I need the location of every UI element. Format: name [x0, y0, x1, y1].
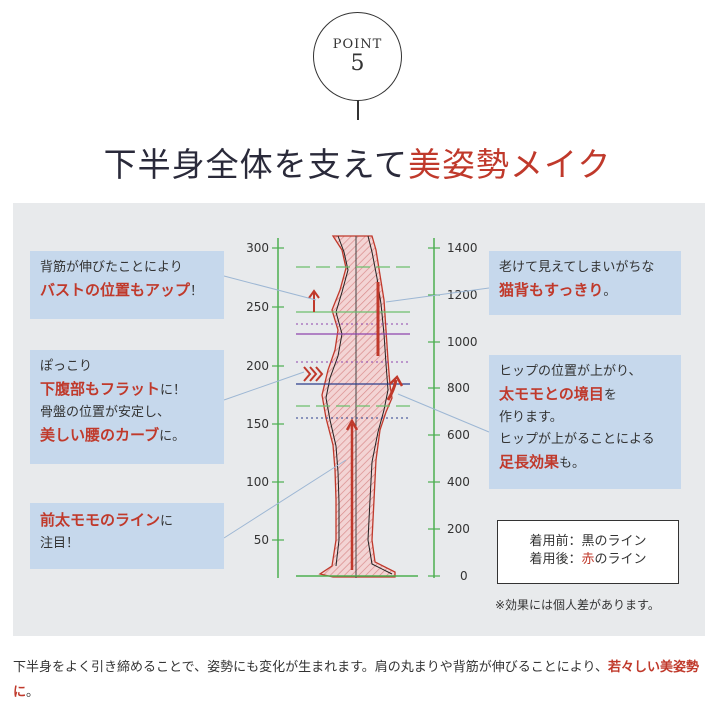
hip-up-arrow	[386, 374, 404, 401]
callout-back-red: バストの位置もアップ	[40, 281, 191, 299]
bust-up-arrow	[308, 289, 320, 312]
callout-hip-red1: 太モモとの境目	[499, 385, 604, 403]
callout-hip-line1: ヒップの位置が上がり、	[499, 364, 642, 379]
callout-thigh-red: 前太モモのライン	[40, 511, 161, 529]
callout-belly-red2: 美しい腰のカーブ	[40, 426, 160, 444]
point-connector-line	[357, 100, 359, 120]
title-accent: 美姿勢メイク	[408, 145, 612, 184]
belly-flat-chevrons	[303, 366, 324, 382]
callout-hunch-red: 猫背もすっきり	[499, 281, 604, 299]
page-title: 下半身全体を支えて美姿勢メイク	[0, 138, 715, 186]
footer-red: 若々しい美姿勢に	[13, 660, 700, 700]
legend-box: 着用前：黒のライン 着用後：赤のライン	[497, 520, 679, 584]
left-axis: 300 250 200 150 100 50	[246, 238, 284, 578]
callout-belly-tail1: に！	[160, 383, 187, 398]
footer-text: 下半身をよく引き締めることで、姿勢にも変化が生まれます。肩の丸まりや背筋が伸びる…	[13, 660, 609, 675]
left-tick-300: 300	[246, 241, 269, 255]
footer-tail: 。	[26, 685, 40, 700]
callout-hunch-tail: 。	[603, 284, 617, 299]
callout-back-line1: 背筋が伸びたことにより	[40, 260, 183, 275]
callout-belly-red1: 下腹部もフラット	[40, 380, 161, 398]
right-tick-1400: 1400	[447, 241, 478, 255]
callout-hunchback: 老けて見えてしまいがちな 猫背もすっきり。	[489, 251, 681, 315]
left-tick-200: 200	[246, 359, 269, 373]
callout-back-tail: ！	[190, 284, 204, 299]
callout-thigh-line2: 注目！	[40, 536, 80, 551]
legend-after-red: 赤	[581, 552, 595, 567]
disclaimer-note: ※効果には個人差があります。	[495, 598, 660, 612]
connector-hunch	[385, 287, 490, 303]
right-axis: 1400 1200 1000 800 600 400 200 0	[428, 238, 478, 583]
legend-after-prefix: 着用後：	[529, 552, 582, 567]
body-outline-before	[325, 235, 349, 567]
callout-belly-line3: 骨盤の位置が安定し、	[40, 405, 171, 420]
callout-belly-line1: ぽっこり	[40, 359, 93, 374]
title-main: 下半身全体を支えて	[103, 145, 408, 184]
callout-belly-hip: ぽっこり 下腹部もフラットに！ 骨盤の位置が安定し、 美しい腰のカーブに。	[30, 350, 224, 464]
footer-description: 下半身をよく引き締めることで、姿勢にも変化が生まれます。肩の丸まりや背筋が伸びる…	[13, 655, 708, 705]
left-tick-100: 100	[246, 475, 269, 489]
callout-hunch-line1: 老けて見えてしまいがちな	[499, 260, 655, 275]
legend-after-suffix: のライン	[594, 552, 647, 567]
left-tick-50: 50	[254, 533, 269, 547]
right-tick-800: 800	[447, 381, 470, 395]
callout-hip-tail2: も。	[559, 456, 586, 471]
callout-thigh: 前太モモのラインに 注目！	[30, 503, 224, 569]
connector-belly	[223, 371, 305, 401]
right-tick-1000: 1000	[447, 335, 478, 349]
callout-hip-line3: 作ります。	[499, 410, 563, 425]
left-tick-150: 150	[246, 417, 269, 431]
callout-hip-tail1: を	[603, 388, 617, 403]
connector-back	[223, 275, 317, 301]
callout-thigh-tail: に	[160, 514, 174, 529]
right-tick-600: 600	[447, 428, 470, 442]
connector-thigh	[223, 459, 347, 539]
right-tick-200: 200	[447, 522, 470, 536]
connector-hip	[397, 393, 490, 433]
legend-before: 着用前：黒のライン	[529, 534, 647, 549]
callout-hip-line4: ヒップが上がることによる	[499, 432, 655, 447]
callout-belly-tail2: に。	[159, 429, 186, 444]
right-tick-1200: 1200	[447, 288, 478, 302]
callout-back-bust: 背筋が伸びたことにより バストの位置もアップ！	[30, 251, 224, 319]
right-tick-400: 400	[447, 475, 470, 489]
thigh-up-arrow	[345, 418, 359, 570]
point-label: POINT	[332, 37, 383, 52]
callout-hip-red2: 足長効果	[499, 453, 560, 471]
right-tick-0: 0	[460, 569, 468, 583]
point-number: 5	[350, 51, 365, 76]
callout-hip-thigh: ヒップの位置が上がり、 太モモとの境目を 作ります。 ヒップが上がることによる …	[489, 355, 681, 489]
left-tick-250: 250	[246, 300, 269, 314]
